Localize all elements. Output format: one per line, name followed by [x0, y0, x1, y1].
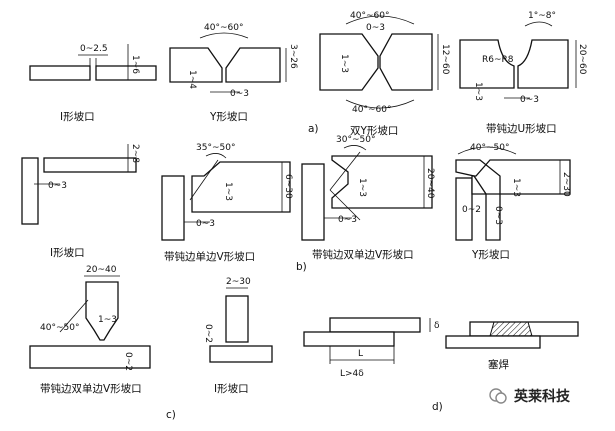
dim-thickness: 2~30 [561, 172, 571, 197]
dim-radius: R6~R8 [482, 55, 514, 65]
caption: 带钝边双单边V形坡口 [40, 382, 142, 395]
dim-gap: 0~3 [230, 89, 249, 99]
dim-gap: 0~2 [462, 205, 481, 215]
caption: Y形坡口 [471, 248, 510, 261]
dim-top: 20~40 [86, 265, 117, 275]
caption: I形坡口 [50, 246, 85, 259]
dim-gap: 0~3 [338, 215, 357, 225]
row-c-i-groove: 2~30 0~2 I形坡口 [203, 277, 273, 395]
dim-thickness: 2~30 [226, 277, 251, 287]
dim-root: 1~3 [339, 54, 349, 73]
dim-thickness: 2~8 [130, 144, 140, 163]
group-label-b: b) [296, 261, 307, 273]
row-a-u-groove: 1°~8° R6~R8 1~3 0~3 20~60 带钝边U形坡口 [459, 11, 587, 135]
dim-root: 1~3 [223, 182, 233, 201]
dim-gap: 0~3 [520, 95, 539, 105]
dim-thickness: 6~30 [283, 174, 293, 199]
dim-L: L [358, 349, 363, 359]
row-d-lap-joint: δ L L>4δ [303, 317, 440, 379]
dim-gap: 0~2.5 [80, 44, 108, 54]
caption: 带钝边单边V形坡口 [164, 250, 255, 263]
dim-gap: 0~2 [123, 352, 133, 371]
dim-gap: 0~3 [48, 181, 67, 191]
watermark-text: 英莱科技 [514, 389, 570, 405]
row-b-double-bevel-groove: 30°~50° 1~3 0~3 20~40 带钝边双单边V形坡口 [301, 135, 435, 261]
dim-rule: L>4δ [340, 369, 364, 379]
dim-root-2: 0~3 [493, 206, 503, 225]
dim-thickness: 20~40 [425, 168, 435, 199]
dim-gap: 0~3 [366, 23, 385, 33]
dim-root: 1~3 [98, 315, 117, 325]
dim-angle: 40°~60° [204, 23, 243, 33]
group-label-a: a) [308, 123, 319, 135]
group-label-d: d) [432, 401, 443, 413]
dim-angle: 40°~50° [470, 143, 509, 153]
caption: 塞焊 [488, 358, 509, 371]
dim-delta: δ [434, 321, 440, 331]
row-a-i-groove: 0~2.5 1~6 I形坡口 [29, 44, 157, 123]
row-a-y-groove: 40°~60° 1~4 0~3 3~26 Y形坡口 [169, 23, 298, 123]
caption: Y形坡口 [209, 110, 248, 123]
dim-root: 1~3 [511, 178, 521, 197]
dim-root: 1~4 [187, 70, 197, 89]
dim-thickness: 1~6 [130, 55, 140, 74]
dim-angle: 30°~50° [336, 135, 375, 145]
caption: 带钝边双单边V形坡口 [312, 248, 414, 261]
dim-root: 1~3 [473, 82, 483, 101]
dim-thickness: 20~60 [577, 44, 587, 75]
dim-angle: 1°~8° [528, 11, 556, 21]
dim-angle-top: 40°~60° [350, 11, 389, 21]
row-b-y-groove: 40°~50° 1~3 0~2 0~3 2~30 Y形坡口 [455, 143, 571, 261]
caption: I形坡口 [214, 382, 249, 395]
dim-angle: 35°~50° [196, 143, 235, 153]
dim-angle-bottom: 40°~60° [352, 105, 391, 115]
row-c-double-bevel-groove: 20~40 40°~50° 1~3 0~2 带钝边双单边V形坡口 [29, 265, 151, 395]
row-b-i-groove: 2~8 0~3 I形坡口 [21, 144, 140, 259]
watermark: 英莱科技 [488, 386, 570, 406]
row-d-plug-weld: 塞焊 [445, 321, 579, 371]
dim-thickness: 12~60 [440, 44, 450, 75]
row-b-single-bevel-groove: 35°~50° 1~3 0~3 6~30 带钝边单边V形坡口 [161, 143, 293, 263]
dim-root: 1~3 [357, 178, 367, 197]
dim-angle: 40°~50° [40, 323, 79, 333]
group-label-c: c) [166, 409, 176, 421]
caption: 带钝边U形坡口 [486, 122, 557, 135]
row-a-double-y-groove: 40°~60° 0~3 1~3 40°~60° 12~60 双Y形坡口 [319, 11, 450, 137]
dim-gap: 0~3 [196, 219, 215, 229]
caption: 双Y形坡口 [350, 124, 398, 137]
dim-gap: 0~2 [203, 324, 213, 343]
dim-thickness: 3~26 [288, 44, 298, 69]
caption: I形坡口 [60, 110, 95, 123]
wechat-icon [489, 388, 507, 404]
